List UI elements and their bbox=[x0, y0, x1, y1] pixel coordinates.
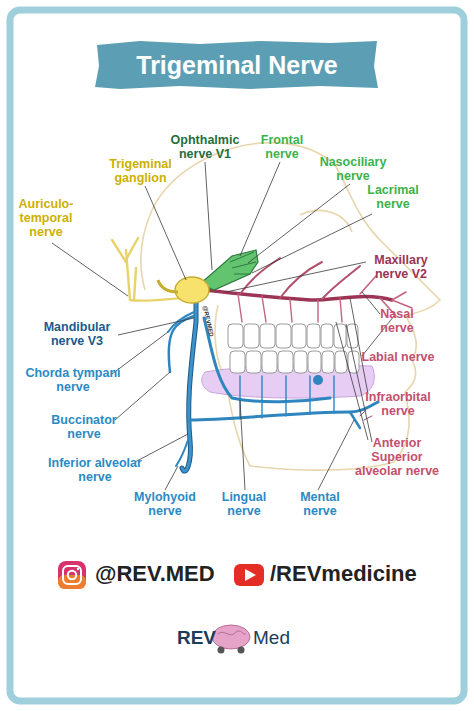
chorda-tympani-nerve bbox=[168, 312, 194, 332]
tooth bbox=[308, 351, 321, 373]
nerve-branch bbox=[134, 268, 136, 300]
leader-line bbox=[362, 292, 380, 314]
logo-text: REV bbox=[168, 627, 216, 648]
leader-line bbox=[350, 298, 368, 394]
leader-line bbox=[252, 214, 372, 273]
logo-text: Med bbox=[253, 627, 303, 648]
nerve-branch bbox=[322, 266, 360, 299]
nerve-branch bbox=[127, 238, 138, 258]
nerve-label: Trigeminal ganglion bbox=[98, 157, 183, 185]
wheel bbox=[218, 647, 225, 654]
dental-branches bbox=[240, 376, 334, 419]
dental-branches bbox=[238, 294, 342, 322]
leader-line bbox=[135, 434, 188, 462]
inferior-alveolar-core bbox=[182, 300, 196, 471]
nerve-node bbox=[313, 375, 323, 385]
ophthalmic-branches bbox=[230, 252, 256, 274]
tooth bbox=[348, 351, 359, 373]
lingual-nerve bbox=[204, 318, 330, 402]
tooth bbox=[246, 351, 261, 373]
inferior-alveolar-trunk bbox=[182, 300, 196, 471]
icon-play bbox=[245, 569, 256, 581]
nerve-branch bbox=[126, 250, 182, 301]
nerve-label: Anterior Superior alveolar nerve bbox=[348, 436, 446, 478]
youtube-icon bbox=[234, 564, 264, 586]
tooth bbox=[278, 351, 293, 373]
tooth bbox=[292, 324, 306, 348]
frame bbox=[10, 10, 464, 701]
brain-fold bbox=[218, 631, 246, 635]
title: Trigeminal Nerve bbox=[97, 42, 377, 88]
nerve-branch bbox=[280, 262, 322, 298]
mandibular-division bbox=[168, 300, 378, 471]
nerve-label: Nasociliary nerve bbox=[312, 155, 394, 183]
ophthalmic-division bbox=[200, 250, 258, 290]
logo-brain bbox=[212, 625, 250, 654]
nerve-label: Ophthalmic nerve V1 bbox=[165, 133, 245, 161]
face-profile bbox=[150, 143, 440, 470]
tooth bbox=[244, 324, 259, 348]
tooth bbox=[322, 351, 334, 373]
tooth bbox=[335, 351, 347, 373]
instagram-icon bbox=[58, 561, 86, 589]
icon-frame bbox=[63, 566, 81, 584]
ophthalmic-nerve bbox=[200, 250, 258, 290]
brain bbox=[212, 625, 250, 649]
nerve-label: Mental nerve bbox=[290, 490, 350, 518]
icon-body bbox=[234, 564, 264, 586]
nerve-label: Lacrimal nerve bbox=[360, 183, 426, 211]
nerve-label: Inferior alveolar nerve bbox=[38, 456, 152, 484]
nerve-label: Maxillary nerve V2 bbox=[364, 253, 438, 281]
nerve-label: Mandibular nerve V3 bbox=[36, 320, 118, 348]
leader-line bbox=[240, 162, 280, 256]
nerve-label: Auriculo- temporal nerve bbox=[14, 197, 78, 239]
leader-line bbox=[205, 162, 212, 270]
icon-dot bbox=[77, 568, 79, 570]
social-handle: @REV.MED bbox=[95, 562, 235, 587]
tooth bbox=[321, 324, 333, 348]
leader-line bbox=[115, 372, 170, 420]
nerve-label: Labial nerve bbox=[352, 350, 444, 364]
nerve-label: Infraorbital nerve bbox=[356, 390, 440, 418]
nerve-root bbox=[158, 280, 178, 292]
upper-teeth bbox=[228, 324, 358, 348]
leader-line bbox=[248, 184, 350, 263]
nerve-label: Mylohyoid nerve bbox=[128, 490, 202, 518]
orbit-line bbox=[300, 210, 352, 232]
leader-line bbox=[52, 243, 128, 296]
leader-line bbox=[226, 262, 366, 292]
tooth bbox=[307, 324, 320, 348]
nerve-branch bbox=[112, 240, 126, 262]
title-banner bbox=[95, 41, 378, 89]
buccinator-nerve bbox=[169, 316, 194, 372]
icon-lens bbox=[68, 571, 76, 579]
skull-outline bbox=[141, 143, 440, 470]
tooth bbox=[230, 351, 245, 373]
leader-line bbox=[346, 324, 372, 442]
leader-line bbox=[118, 318, 194, 335]
nerve-label: Buccinator nerve bbox=[44, 413, 124, 441]
nerve-label: Frontal nerve bbox=[252, 133, 312, 161]
tooth bbox=[294, 351, 307, 373]
leader-line bbox=[240, 400, 245, 490]
leader-line bbox=[165, 466, 178, 490]
nerve-label: Lingual nerve bbox=[214, 490, 274, 518]
nerve-label: Chorda tympani nerve bbox=[22, 366, 124, 394]
skull-back bbox=[141, 215, 150, 290]
tooth bbox=[276, 324, 291, 348]
leader-line bbox=[318, 420, 354, 490]
social-handle: /REVmedicine bbox=[270, 562, 430, 587]
nerve-label: Nasal nerve bbox=[372, 307, 422, 335]
leader-line bbox=[145, 186, 186, 280]
wheel bbox=[238, 647, 245, 654]
tooth bbox=[260, 324, 275, 348]
tooth bbox=[228, 324, 243, 348]
mylohyoid-nerve bbox=[176, 440, 188, 466]
icon-body bbox=[58, 561, 86, 589]
lower-teeth bbox=[230, 351, 359, 373]
leader-line bbox=[336, 322, 368, 440]
tooth bbox=[262, 351, 277, 373]
trigeminal-ganglion bbox=[175, 277, 209, 303]
